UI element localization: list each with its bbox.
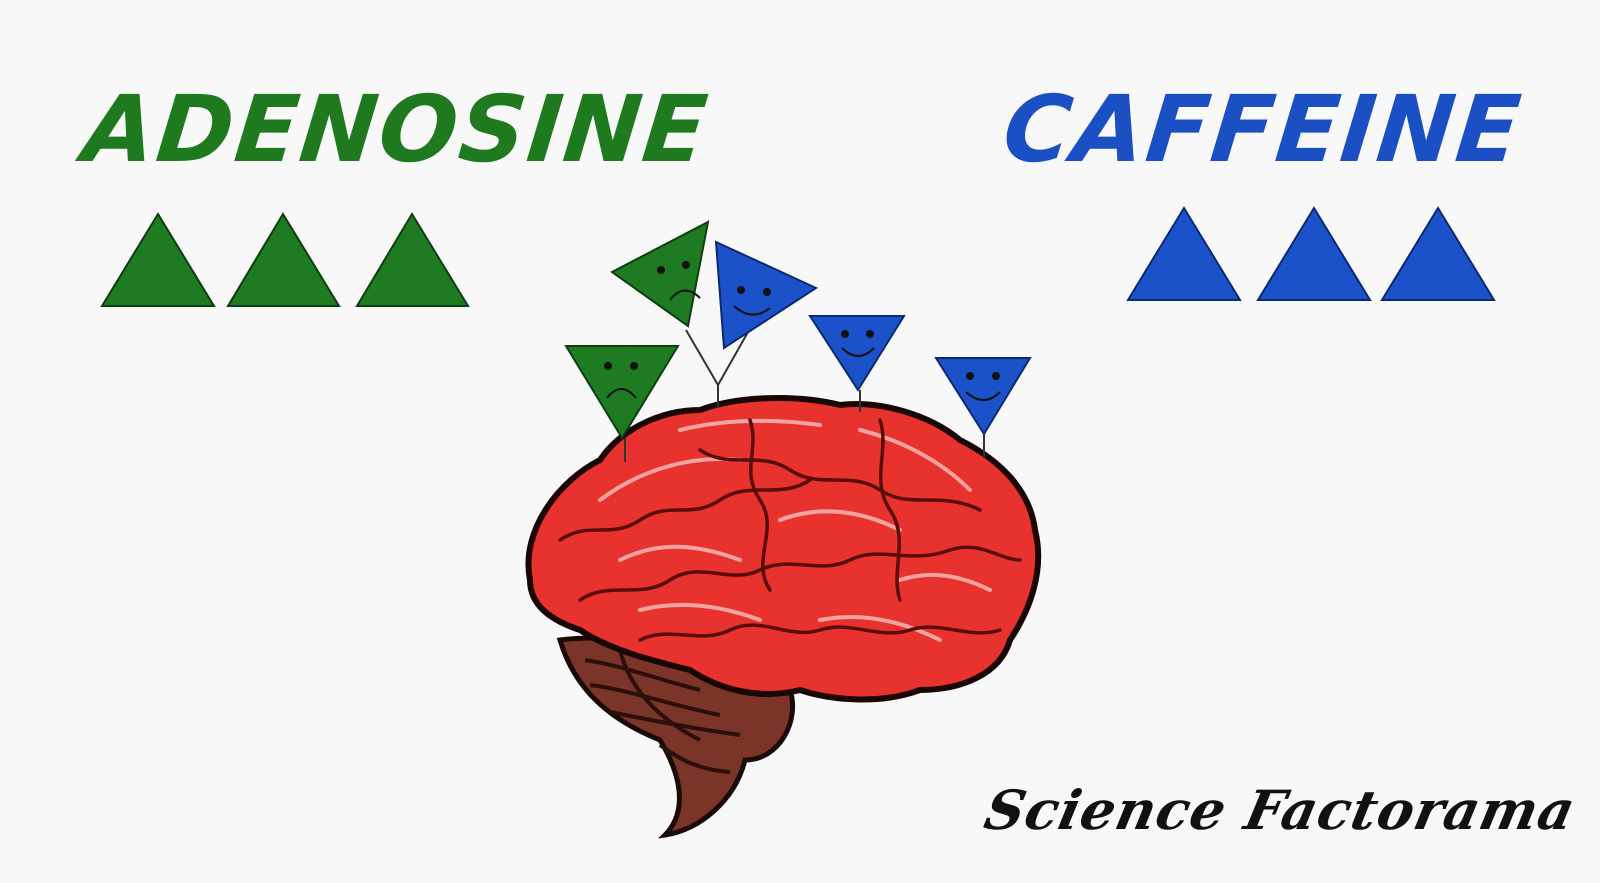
bound-caffeine-triangle — [808, 315, 906, 392]
happy-face-icon — [965, 391, 1001, 401]
receptor-mixed — [610, 220, 819, 408]
brain-gyri — [558, 418, 1022, 642]
adenosine-triangle — [100, 212, 216, 307]
adenosine-triangle — [226, 212, 341, 307]
sad-face-icon — [669, 289, 701, 301]
cerebellum-folds — [584, 649, 741, 774]
happy-face-icon — [841, 347, 875, 357]
happy-face-icon — [733, 305, 771, 316]
receptor-caffeine-1 — [808, 315, 906, 412]
receptor-caffeine-2 — [934, 357, 1032, 458]
caffeine-triangle — [1380, 206, 1496, 301]
receptors — [564, 220, 1032, 462]
adenosine-triangle — [355, 212, 470, 307]
cerebrum — [525, 395, 1042, 703]
bound-adenosine-triangle — [564, 345, 680, 440]
watermark-logo: Science Factorama — [979, 778, 1582, 842]
caffeine-free-molecules — [1126, 206, 1496, 301]
sad-face-icon — [606, 388, 637, 399]
adenosine-free-molecules — [100, 212, 470, 307]
receptor-adenosine-1 — [564, 345, 680, 462]
caffeine-triangle — [1126, 206, 1242, 301]
bound-adenosine-triangle — [610, 220, 710, 328]
brain-illustration — [525, 395, 1042, 839]
brain-highlights — [598, 418, 992, 642]
bound-caffeine-triangle — [934, 357, 1032, 436]
caffeine-triangle — [1256, 206, 1372, 301]
